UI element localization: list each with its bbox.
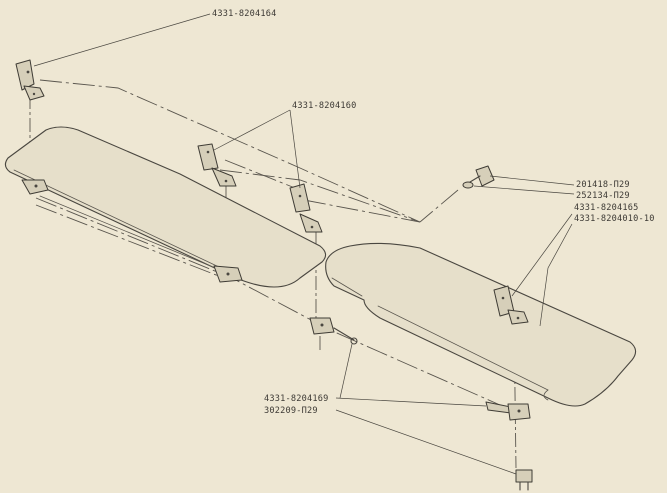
bracket-middle-left — [197, 143, 237, 187]
callout-clip-lower: 4331-8204169 — [264, 394, 329, 404]
center-lower-clip — [309, 317, 358, 345]
callout-bracket-top-left: 4331-8204164 — [212, 9, 277, 19]
screw-and-washer — [462, 165, 495, 189]
left-end-clip — [21, 179, 49, 195]
bracket-middle-right — [289, 183, 323, 233]
callout-screw-lower: 302209-П29 — [264, 406, 318, 416]
middle-lower-clip — [213, 265, 243, 283]
callout-labels: 4331-8204164 4331-8204160 201418-П29 252… — [212, 9, 655, 416]
right-visor-panel — [325, 242, 637, 407]
bracket-top-left — [15, 59, 45, 101]
callout-bracket-right: 4331-8204165 — [574, 203, 639, 213]
callout-washer: 252134-П29 — [576, 191, 630, 201]
bracket-right — [493, 285, 529, 325]
lower-right-clip — [485, 401, 531, 421]
callout-bracket-middle: 4331-8204160 — [292, 101, 357, 111]
callout-screw: 201418-П29 — [576, 180, 630, 190]
left-visor-panel — [4, 126, 327, 288]
leader-lines — [33, 13, 575, 475]
bottom-screw — [515, 469, 533, 491]
callout-visor-right: 4331-8204010-10 — [574, 214, 655, 224]
